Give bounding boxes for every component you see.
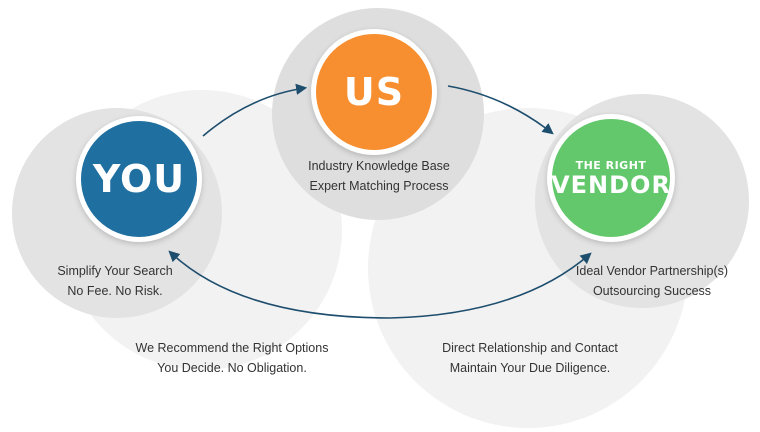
node-vendor-label-big: VENDOR xyxy=(551,170,671,199)
node-us-label: US xyxy=(343,70,405,114)
node-you-label: YOU xyxy=(92,157,186,201)
node-vendor: THE RIGHT VENDOR xyxy=(547,114,675,242)
caption-you: Simplify Your Search No Fee. No Risk. xyxy=(30,261,200,301)
caption-us-line-2: Expert Matching Process xyxy=(309,179,449,193)
caption-vendor-line-2: Outsourcing Success xyxy=(592,284,712,298)
arrow-you-to-us xyxy=(202,83,308,137)
caption-you-line-1: Simplify Your Search xyxy=(57,264,173,278)
caption-vendor: Ideal Vendor Partnership(s) Outsourcing … xyxy=(557,261,747,301)
caption-right-bottom-line-1: Direct Relationship and Contact xyxy=(442,341,618,355)
arrow-us-to-vendor xyxy=(447,85,554,135)
caption-right-bottom: Direct Relationship and Contact Maintain… xyxy=(410,338,650,378)
caption-us-line-1: Industry Knowledge Base xyxy=(308,159,450,173)
node-us: US xyxy=(311,29,437,155)
arrow-vendor-to-you xyxy=(168,250,592,319)
node-you: YOU xyxy=(76,116,202,242)
caption-left-bottom: We Recommend the Right Options You Decid… xyxy=(112,338,352,378)
caption-left-bottom-line-2: You Decide. No Obligation. xyxy=(157,361,307,375)
caption-vendor-line-1: Ideal Vendor Partnership(s) xyxy=(575,264,729,278)
node-vendor-label-small: THE RIGHT xyxy=(575,158,647,172)
caption-left-bottom-line-1: We Recommend the Right Options xyxy=(135,341,329,355)
caption-us: Industry Knowledge Base Expert Matching … xyxy=(274,156,484,196)
caption-you-line-2: No Fee. No Risk. xyxy=(67,284,163,298)
caption-right-bottom-line-2: Maintain Your Due Diligence. xyxy=(449,361,611,375)
